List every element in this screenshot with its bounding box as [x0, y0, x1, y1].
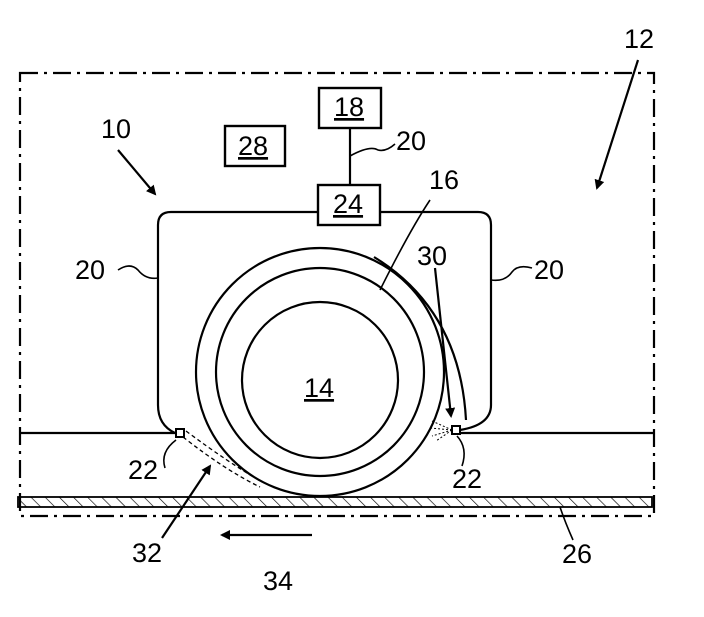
label-10: 10: [101, 114, 131, 144]
label-22-left: 22: [128, 455, 158, 485]
nozzle-left: [175, 428, 185, 438]
label-20-right: 20: [534, 255, 564, 285]
label-18: 18: [334, 92, 364, 122]
label-20-top: 20: [396, 126, 426, 156]
label-16: 16: [429, 165, 459, 195]
label-22-right: 22: [452, 464, 482, 494]
label-14: 14: [304, 373, 334, 403]
nozzle-right: [451, 425, 461, 435]
unit-24-box: [316, 183, 382, 227]
leader-26: [559, 506, 574, 541]
label-26: 26: [562, 539, 592, 569]
leader-20-left: [117, 265, 159, 280]
label-24: 24: [333, 189, 363, 219]
arrow-12: [594, 59, 640, 190]
leader-20-top: [349, 143, 396, 157]
unit-28-box: [223, 124, 287, 168]
road-surface: [17, 496, 653, 508]
arrow-10: [117, 149, 157, 196]
tire-inner: [214, 266, 426, 478]
leader-22-left: [163, 439, 177, 469]
label-20-left: 20: [75, 255, 105, 285]
spray-path-outer: [182, 436, 261, 488]
spray-path-inner: [185, 430, 263, 483]
splash-guard-arc: [373, 256, 468, 421]
label-30: 30: [417, 241, 447, 271]
arrow-32: [161, 464, 212, 539]
label-28: 28: [238, 131, 268, 161]
leader-22-right: [456, 435, 465, 467]
spray-cone: [429, 420, 453, 442]
leader-16: [379, 199, 431, 291]
leader-20-right: [490, 265, 533, 282]
controller-box: [317, 86, 383, 130]
system-boundary-frame: [18, 71, 656, 518]
label-12: 12: [624, 24, 654, 54]
arrow-30: [433, 267, 456, 418]
label-34: 34: [263, 566, 293, 596]
label-32: 32: [132, 538, 162, 568]
wheel-rim: [240, 300, 400, 460]
tire-outer: [194, 246, 446, 498]
